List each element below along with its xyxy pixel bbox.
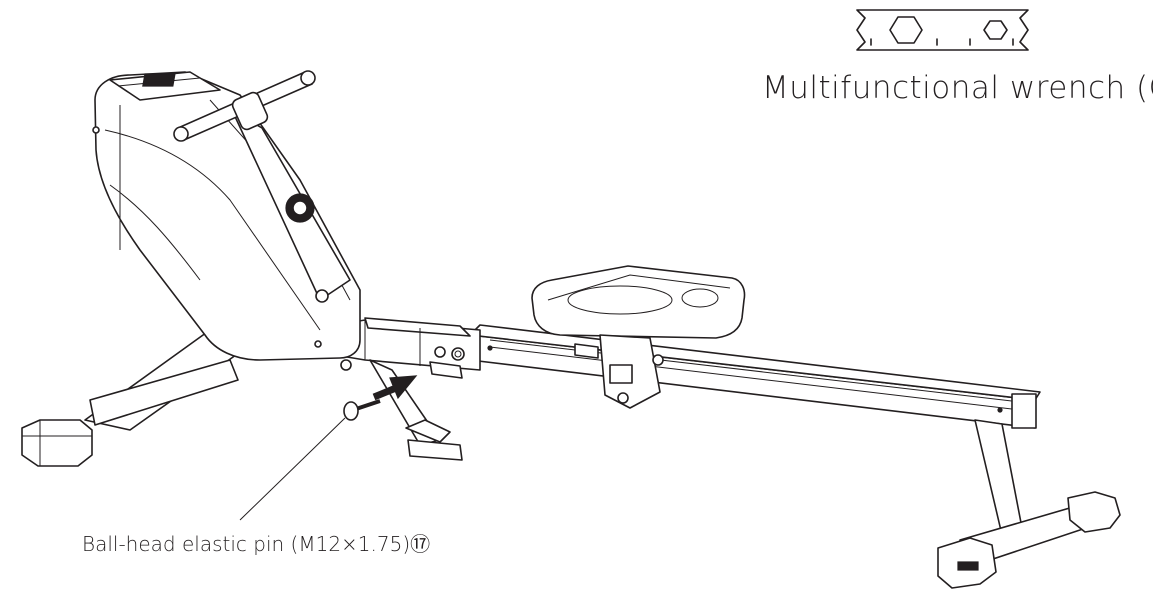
slide-rail bbox=[469, 324, 1041, 429]
support-leg bbox=[369, 359, 463, 461]
wrench-label: Multifunctional wrench (C) bbox=[762, 70, 1153, 106]
front-connector bbox=[334, 317, 481, 379]
wrench-icon bbox=[856, 9, 1029, 51]
pin-leader-line bbox=[239, 417, 346, 521]
seat bbox=[531, 265, 746, 409]
insert-arrow-icon bbox=[372, 375, 418, 401]
ball-head-pin-icon bbox=[343, 399, 381, 421]
front-stabilizer bbox=[21, 329, 251, 467]
pin-label: Ball-head elastic pin (M12×1.75)⑰ bbox=[82, 532, 431, 556]
rowing-machine-illustration bbox=[21, 70, 1121, 589]
rear-stabilizer bbox=[937, 419, 1121, 589]
flywheel-housing bbox=[92, 70, 361, 361]
